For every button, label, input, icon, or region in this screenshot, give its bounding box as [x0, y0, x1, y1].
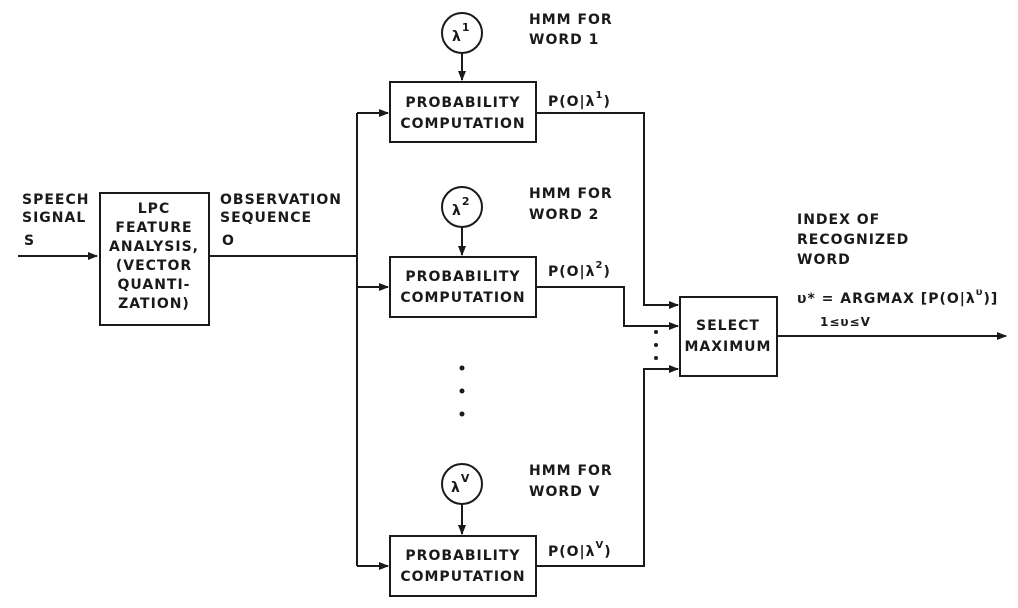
prob-output-1-wire [536, 112, 679, 309]
input-ellipsis-dot-3 [654, 356, 658, 360]
prob-output-1-label: P(O|λ1) [548, 90, 611, 110]
hmm-model-v-symbol: λV [451, 472, 470, 496]
argmax-formula: υ* = ARGMAX [P(O|λυ)] [797, 287, 998, 307]
speech-signal-symbol: S [24, 233, 35, 249]
hmm-2-label-line1: HMM FOR [529, 186, 613, 202]
observation-label-line2: SEQUENCE [220, 210, 312, 226]
observation-label-line1: OBSERVATION [220, 192, 342, 208]
lpc-block-line6: ZATION) [118, 296, 190, 312]
ellipsis-dot-2 [459, 388, 465, 394]
output-label-line2: RECOGNIZED [797, 232, 909, 248]
prob-output-2-label: P(O|λ2) [548, 260, 611, 280]
prob-block-1-line1: PROBABILITY [405, 95, 520, 111]
prob-output-v-wire [536, 365, 679, 567]
prob-block-2-line1: PROBABILITY [405, 269, 520, 285]
output-label-line1: INDEX OF [797, 212, 880, 228]
lpc-block-line2: FEATURE [115, 220, 192, 236]
lpc-block-line5: QUANTI- [118, 277, 191, 293]
prob-output-v-label: P(O|λV) [548, 540, 612, 560]
prob-block-v-line1: PROBABILITY [405, 548, 520, 564]
hmm-v-label-line2: WORD V [529, 484, 600, 500]
select-block-line1: SELECT [696, 318, 760, 334]
output-label-line3: WORD [797, 252, 851, 268]
select-maximum-block [679, 296, 778, 377]
input-ellipsis-dot-2 [654, 343, 658, 347]
lpc-block-line4: (VECTOR [116, 258, 192, 274]
hmm-model-1-symbol: λ1 [452, 21, 471, 45]
observation-symbol: O [222, 233, 235, 249]
prob-block-2-line2: COMPUTATION [400, 290, 525, 306]
speech-signal-label-line1: SPEECH [22, 192, 89, 208]
prob-output-2-wire [536, 286, 679, 330]
ellipsis-dot-3 [459, 411, 465, 417]
hmm-1-label-line2: WORD 1 [529, 32, 599, 48]
probability-computation-block-v [389, 535, 537, 597]
lpc-block-line1: LPC [138, 201, 170, 217]
lpc-feature-analysis-block [99, 192, 210, 326]
ellipsis-dot-1 [459, 365, 465, 371]
select-block-line2: MAXIMUM [684, 339, 771, 355]
hmm-2-label-line2: WORD 2 [529, 207, 599, 223]
prob-block-v-line2: COMPUTATION [400, 569, 525, 585]
hmm-1-label-line1: HMM FOR [529, 12, 613, 28]
hmm-model-2-symbol: λ2 [452, 195, 471, 219]
hmm-v-label-line1: HMM FOR [529, 463, 613, 479]
speech-signal-label-line2: SIGNAL [22, 210, 86, 226]
probability-computation-block-1 [389, 81, 537, 143]
input-ellipsis-dot-1 [654, 330, 658, 334]
lpc-block-line3: ANALYSIS, [109, 239, 199, 255]
probability-computation-block-2 [389, 256, 537, 318]
argmax-range: 1≤υ≤V [820, 315, 871, 329]
prob-block-1-line2: COMPUTATION [400, 116, 525, 132]
